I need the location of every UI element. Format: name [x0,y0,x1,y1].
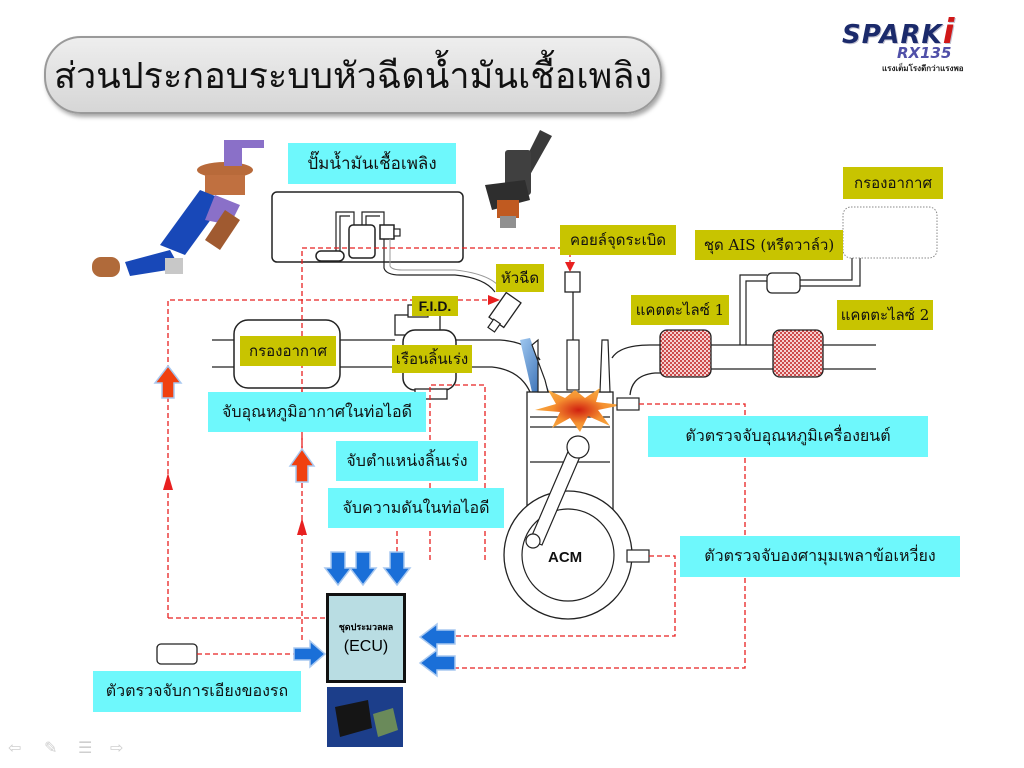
injector-nozzle [487,291,522,333]
nav-next-icon[interactable]: ⇨ [110,738,124,757]
fuel-pump-image [92,140,264,277]
logo-accent: i [942,12,956,52]
label-acm: ACM [548,549,583,566]
blue-arrows [293,551,456,678]
label-crank-angle-sensor: ตัวตรวจจับองศามุมเพลาข้อเหวี่ยง [680,536,960,577]
nav-prev-icon[interactable]: ⇦ [8,738,22,757]
orange-arrows [153,364,316,483]
nav-pen-icon[interactable]: ✎ [44,738,58,757]
catalyst-1-shape [659,329,712,378]
ignition-coil-shape [564,271,581,293]
nav-menu-icon[interactable]: ☰ [78,738,93,757]
ecu-label-thai: ชุดประมวลผล [338,623,394,633]
label-catalyst-1: แคตตะไลซ์ 1 [631,295,729,325]
slide-title: ส่วนประกอบระบบหัวฉีดน้ำมันเชื้อเพลิง [53,55,652,97]
label-throttle-body: เรือนลิ้นเร่ง [392,345,472,373]
slide-title-banner: ส่วนประกอบระบบหัวฉีดน้ำมันเชื้อเพลิง [44,36,662,114]
label-air-filter-top: กรองอากาศ [843,167,943,199]
ecu-box: ชุดประมวลผล (ECU) [326,593,406,683]
logo-model: RX135 [897,44,952,62]
catalyst-2-shape [772,329,824,378]
ecu-label-en: (ECU) [343,638,389,655]
spark-logo: SPARKi RX135 แรงเต็มโรงดีกว่าแรงพอ [842,12,1017,73]
label-throttle-position: จับตำแหน่งลิ้นเร่ง [336,441,478,481]
logo-tagline: แรงเต็มโรงดีกว่าแรงพอ [882,64,964,73]
ais-valve-shape [766,272,801,294]
signal-lines [167,247,746,669]
label-fid: F.I.D. [412,296,458,316]
ecu-image [327,687,403,747]
label-ignition-coil: คอยล์จุดระเบิด [560,225,676,255]
injector-image [485,130,552,228]
label-ais: ชุด AIS (หรีดวาล์ว) [695,230,843,260]
label-catalyst-2: แคตตะไลซ์ 2 [837,300,933,330]
label-air-filter-left: กรองอากาศ [240,336,336,366]
label-intake-air-temp: จับอุณหภูมิอากาศในท่อไอดี [208,392,426,432]
label-tilt-sensor: ตัวตรวจจับการเอียงของรถ [93,671,301,712]
logo-main: SPARK [842,20,943,50]
label-injector: หัวฉีด [496,264,544,292]
label-intake-pressure: จับความดันในท่อไอดี [328,488,504,528]
combustion-burst [535,388,622,432]
label-fuel-pump: ปั๊มน้ำมันเชื้อเพลิง [288,143,456,184]
label-engine-temp-sensor: ตัวตรวจจับอุณหภูมิเครื่องยนต์ [648,416,928,457]
